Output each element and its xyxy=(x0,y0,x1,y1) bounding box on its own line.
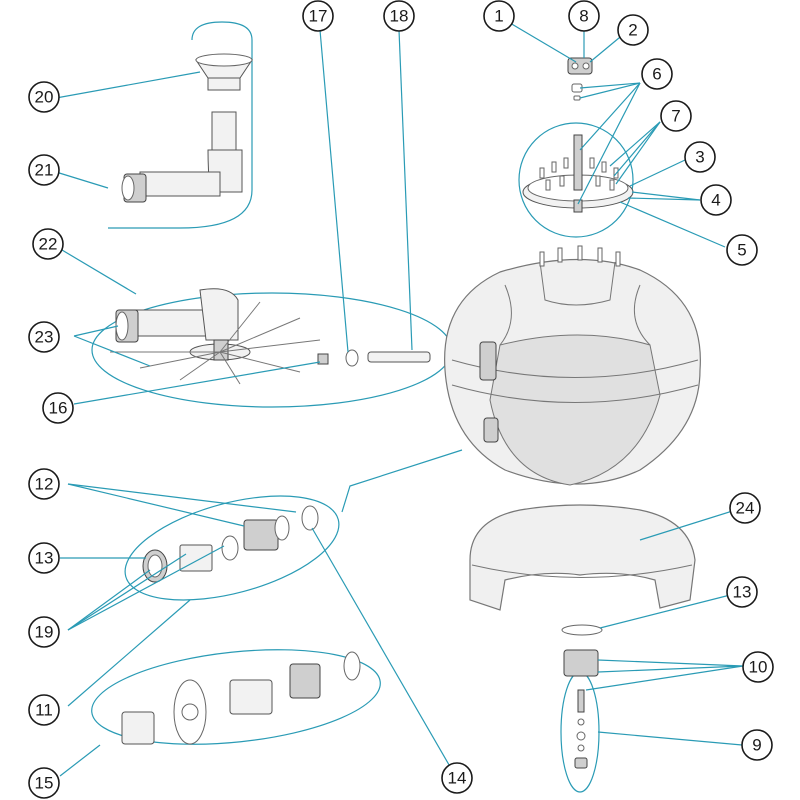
callout-13-top: 13 xyxy=(28,542,60,574)
callout-4-label: 4 xyxy=(711,191,720,210)
callout-11-label: 11 xyxy=(35,701,53,720)
callout-6-label: 6 xyxy=(652,65,661,84)
inlet-funnel xyxy=(195,53,253,91)
lateral-manifold xyxy=(115,288,251,361)
callout-20-label: 20 xyxy=(35,88,54,107)
callout-19: 19 xyxy=(28,616,60,648)
lateral-arms xyxy=(110,301,321,385)
callout-8: 8 xyxy=(568,0,600,32)
callout-5-label: 5 xyxy=(737,241,746,260)
callout-7: 7 xyxy=(660,100,692,132)
callout-14: 14 xyxy=(441,762,473,794)
group-ring-top-nozzle xyxy=(518,122,634,238)
callout-8-label: 8 xyxy=(579,7,588,26)
callout-13-bottom-label: 13 xyxy=(733,583,752,602)
group-ring-20-21 xyxy=(108,21,253,229)
callout-21-label: 21 xyxy=(35,161,54,180)
callout-12-label: 12 xyxy=(35,475,54,494)
callout-23: 23 xyxy=(28,321,60,353)
flange-fittings xyxy=(121,651,361,745)
callout-16: 16 xyxy=(42,392,74,424)
callout-6: 6 xyxy=(641,58,673,90)
callout-17-label: 17 xyxy=(309,7,328,26)
callout-21: 21 xyxy=(28,154,60,186)
callout-17: 17 xyxy=(302,0,334,32)
callout-24-label: 24 xyxy=(736,499,755,518)
collector-plate xyxy=(522,134,634,213)
callout-1: 1 xyxy=(483,0,515,32)
lateral-extension xyxy=(317,349,431,367)
callout-15: 15 xyxy=(28,767,60,799)
callout-23-label: 23 xyxy=(35,328,54,347)
callout-13-top-label: 13 xyxy=(35,549,54,568)
elbow-pipe xyxy=(121,111,243,203)
drain-assembly xyxy=(561,624,603,769)
callout-20: 20 xyxy=(28,81,60,113)
filter-tank xyxy=(444,245,701,486)
callout-1-label: 1 xyxy=(494,7,503,26)
callout-10: 10 xyxy=(742,651,774,683)
callout-3-label: 3 xyxy=(695,148,704,167)
callout-14-label: 14 xyxy=(448,769,467,788)
leader-lines xyxy=(55,19,744,777)
callout-24: 24 xyxy=(729,492,761,524)
callout-15-label: 15 xyxy=(35,774,54,793)
callout-7-label: 7 xyxy=(671,107,680,126)
callout-2-label: 2 xyxy=(628,21,637,40)
tank-top-studs xyxy=(539,245,621,267)
union-fittings xyxy=(142,505,319,583)
callout-16-label: 16 xyxy=(49,399,68,418)
callout-18-label: 18 xyxy=(390,7,409,26)
callout-22-label: 22 xyxy=(39,235,58,254)
tank-base xyxy=(469,504,696,611)
callout-13-bottom: 13 xyxy=(726,576,758,608)
group-ring-11 xyxy=(124,495,340,601)
callout-4: 4 xyxy=(700,184,732,216)
callout-9: 9 xyxy=(741,729,773,761)
callout-11: 11 xyxy=(28,694,60,726)
callout-9-label: 9 xyxy=(752,736,761,755)
callout-5: 5 xyxy=(726,234,758,266)
callout-12: 12 xyxy=(28,468,60,500)
group-ring-15 xyxy=(91,649,381,745)
top-valve-assembly xyxy=(567,57,593,101)
callout-18: 18 xyxy=(383,0,415,32)
callout-3: 3 xyxy=(684,141,716,173)
callout-19-label: 19 xyxy=(35,623,54,642)
callout-2: 2 xyxy=(617,14,649,46)
callout-22: 22 xyxy=(32,228,64,260)
callout-10-label: 10 xyxy=(749,658,768,677)
